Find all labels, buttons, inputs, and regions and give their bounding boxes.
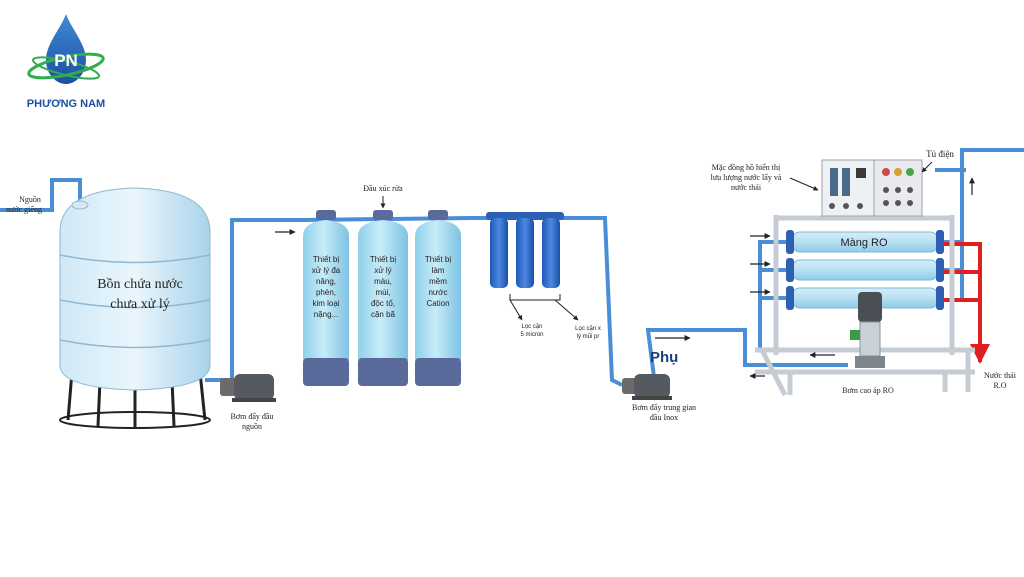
filter-column-labels: Thiết bị xử lý đa năng, phèn, kim loại n…: [312, 255, 452, 319]
source-pump-label-1: Bơm đẩy đầu: [231, 412, 274, 421]
cartridge-5-label-1: Lọc cặn: [521, 324, 542, 330]
filter3-line-3: mềm: [429, 277, 447, 286]
intermediate-pump-label-1: Bơm đẩy trung gian: [632, 403, 696, 412]
filter2-line-6: cặn bã: [371, 310, 396, 319]
aux-label: Phụ: [650, 349, 678, 366]
filter1-line-1: Thiết bị: [313, 255, 339, 264]
filter1-line-6: nặng...: [314, 310, 338, 319]
raw-water-tank: Bồn chứa nước chưa xử lý: [59, 187, 211, 429]
cartridge-x-label-1: Lọc cặn x: [575, 326, 601, 332]
filter2-line-2: xử lý: [374, 266, 391, 275]
filter1-line-5: kim loại: [312, 299, 339, 308]
logo-initials: PN: [54, 51, 78, 70]
cartridge-5-label-2: 5 micron: [520, 332, 543, 338]
membrane-label: Màng RO: [840, 237, 888, 249]
control-panel: [821, 159, 923, 217]
panel-label: Tủ điện: [926, 149, 954, 159]
water-drop-icon: [46, 14, 86, 84]
filter2-line-3: màu,: [374, 277, 392, 286]
flowmeter-label-1: Mặc đồng hồ hiển thị: [712, 163, 781, 172]
filter3-line-4: nước: [428, 288, 447, 297]
source-pump-label-2: nguồn: [242, 422, 262, 431]
filter-column-3: [415, 210, 461, 386]
filter2-line-5: độc tố,: [371, 299, 395, 308]
filter1-line-2: xử lý đa: [312, 266, 341, 275]
intermediate-pump-label-2: đầu Inox: [650, 413, 678, 422]
ro-waste-label-2: R.O: [993, 381, 1006, 390]
filter2-line-4: mùi,: [375, 288, 390, 297]
filter2-line-1: Thiết bị: [370, 255, 396, 264]
filter1-line-3: năng,: [316, 277, 336, 286]
brand-name: PHƯƠNG NAM: [27, 98, 105, 110]
filter-column-1: [303, 210, 349, 386]
filter-column-2: [358, 210, 408, 386]
tank-label-2: chưa xử lý: [110, 297, 170, 312]
source-pump: Bơm đẩy đầu nguồn: [220, 374, 276, 431]
intermediate-pump: Bơm đẩy trung gian đầu Inox: [622, 374, 696, 422]
tank-label-1: Bồn chứa nước: [97, 277, 183, 292]
ro-waste-label-1: Nước thải: [984, 371, 1017, 380]
flowmeter-label-3: nước thải: [731, 183, 762, 192]
filter3-line-1: Thiết bị: [425, 255, 451, 264]
source-label-2: nước giếng: [6, 205, 42, 214]
brand-logo: PN PHƯƠNG NAM: [27, 14, 105, 110]
cartridge-x-label-2: lý mũi pr: [577, 334, 600, 340]
backwash-head-label: Đầu xúc rửa: [363, 184, 403, 193]
hp-pump-label: Bơm cao áp RO: [842, 386, 894, 395]
source-label-1: Nguồn: [19, 195, 41, 204]
waste-pipes: [942, 242, 990, 364]
cartridge-filters: [486, 212, 564, 288]
filter1-line-4: phèn,: [316, 288, 336, 297]
ro-skid-frame: [755, 215, 975, 397]
filter3-line-5: Cation: [426, 299, 449, 308]
hp-pump: Bơm cao áp RO: [842, 292, 894, 395]
flowmeter-label-2: lưu lượng nước lấy và: [711, 173, 782, 182]
filter3-line-2: làm: [432, 266, 445, 275]
